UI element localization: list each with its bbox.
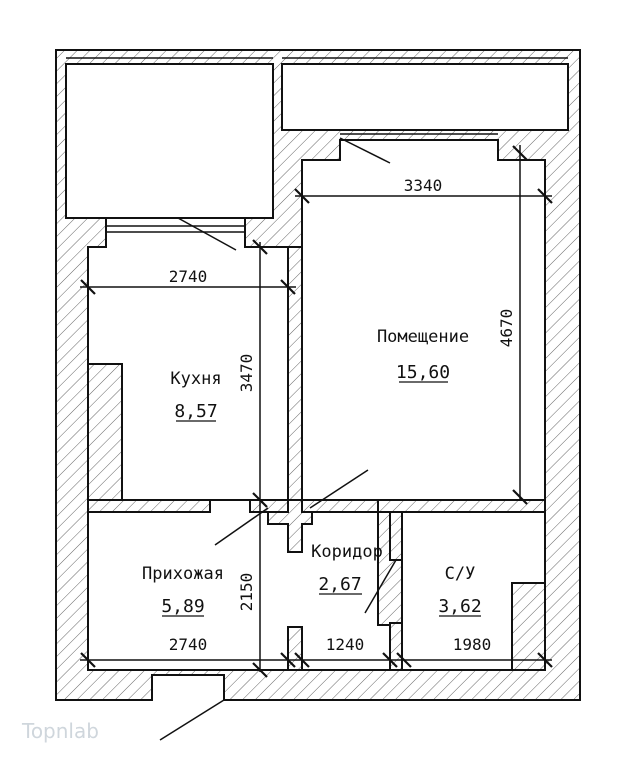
balcony-right <box>281 63 569 131</box>
dim-main-width: 3340 <box>404 176 443 195</box>
room-area-main: 15,60 <box>396 362 450 383</box>
door-swings <box>159 469 397 741</box>
windows <box>106 133 498 251</box>
room-name-corridor: Коридор <box>311 542 383 562</box>
main-door-swing <box>339 137 391 164</box>
watermark: Topnlab <box>21 719 99 743</box>
dimension-labels: 3340 4670 2740 3470 2150 2740 1240 1980 <box>169 176 516 654</box>
kitchen-main-wall <box>287 246 303 501</box>
room-interiors <box>87 139 546 671</box>
room-area-kitchen: 8,57 <box>174 401 217 422</box>
balconies <box>65 57 569 219</box>
main-bath-wall <box>377 499 546 513</box>
dim-bottom-right: 1980 <box>453 635 492 654</box>
kitchen-door-swing <box>177 217 237 251</box>
room-labels: Кухня 8,57 Помещение 15,60 Прихожая 5,89… <box>142 327 482 617</box>
kitchen-door-line <box>214 507 269 546</box>
room-name-hall: Прихожая <box>142 564 224 584</box>
dim-bottom-left: 2740 <box>169 635 208 654</box>
dim-kitchen-width: 2740 <box>169 267 208 286</box>
stub-2 <box>389 622 403 671</box>
kitchen-niche <box>87 363 123 501</box>
bath-niche <box>511 582 546 671</box>
dimension-lines <box>80 145 553 678</box>
balcony-left <box>65 63 274 219</box>
dim-main-height: 4670 <box>497 309 516 348</box>
room-area-corridor: 2,67 <box>318 574 361 595</box>
entry-door-line <box>159 699 225 741</box>
dim-bottom-mid: 1240 <box>326 635 365 654</box>
dim-kitchen-height: 3470 <box>237 354 256 393</box>
kitchen-hall-wall <box>87 499 211 513</box>
room-name-bath: С/У <box>445 564 476 584</box>
dim-hall-height: 2150 <box>237 573 256 612</box>
room-name-kitchen: Кухня <box>170 369 221 389</box>
cross-column <box>267 499 313 553</box>
room-name-main: Помещение <box>377 327 469 347</box>
room-area-hall: 5,89 <box>161 596 204 617</box>
bath-left-wall <box>389 511 403 561</box>
corridor-door-line <box>364 559 397 614</box>
main-door-line <box>309 469 369 509</box>
room-area-bath: 3,62 <box>438 596 481 617</box>
